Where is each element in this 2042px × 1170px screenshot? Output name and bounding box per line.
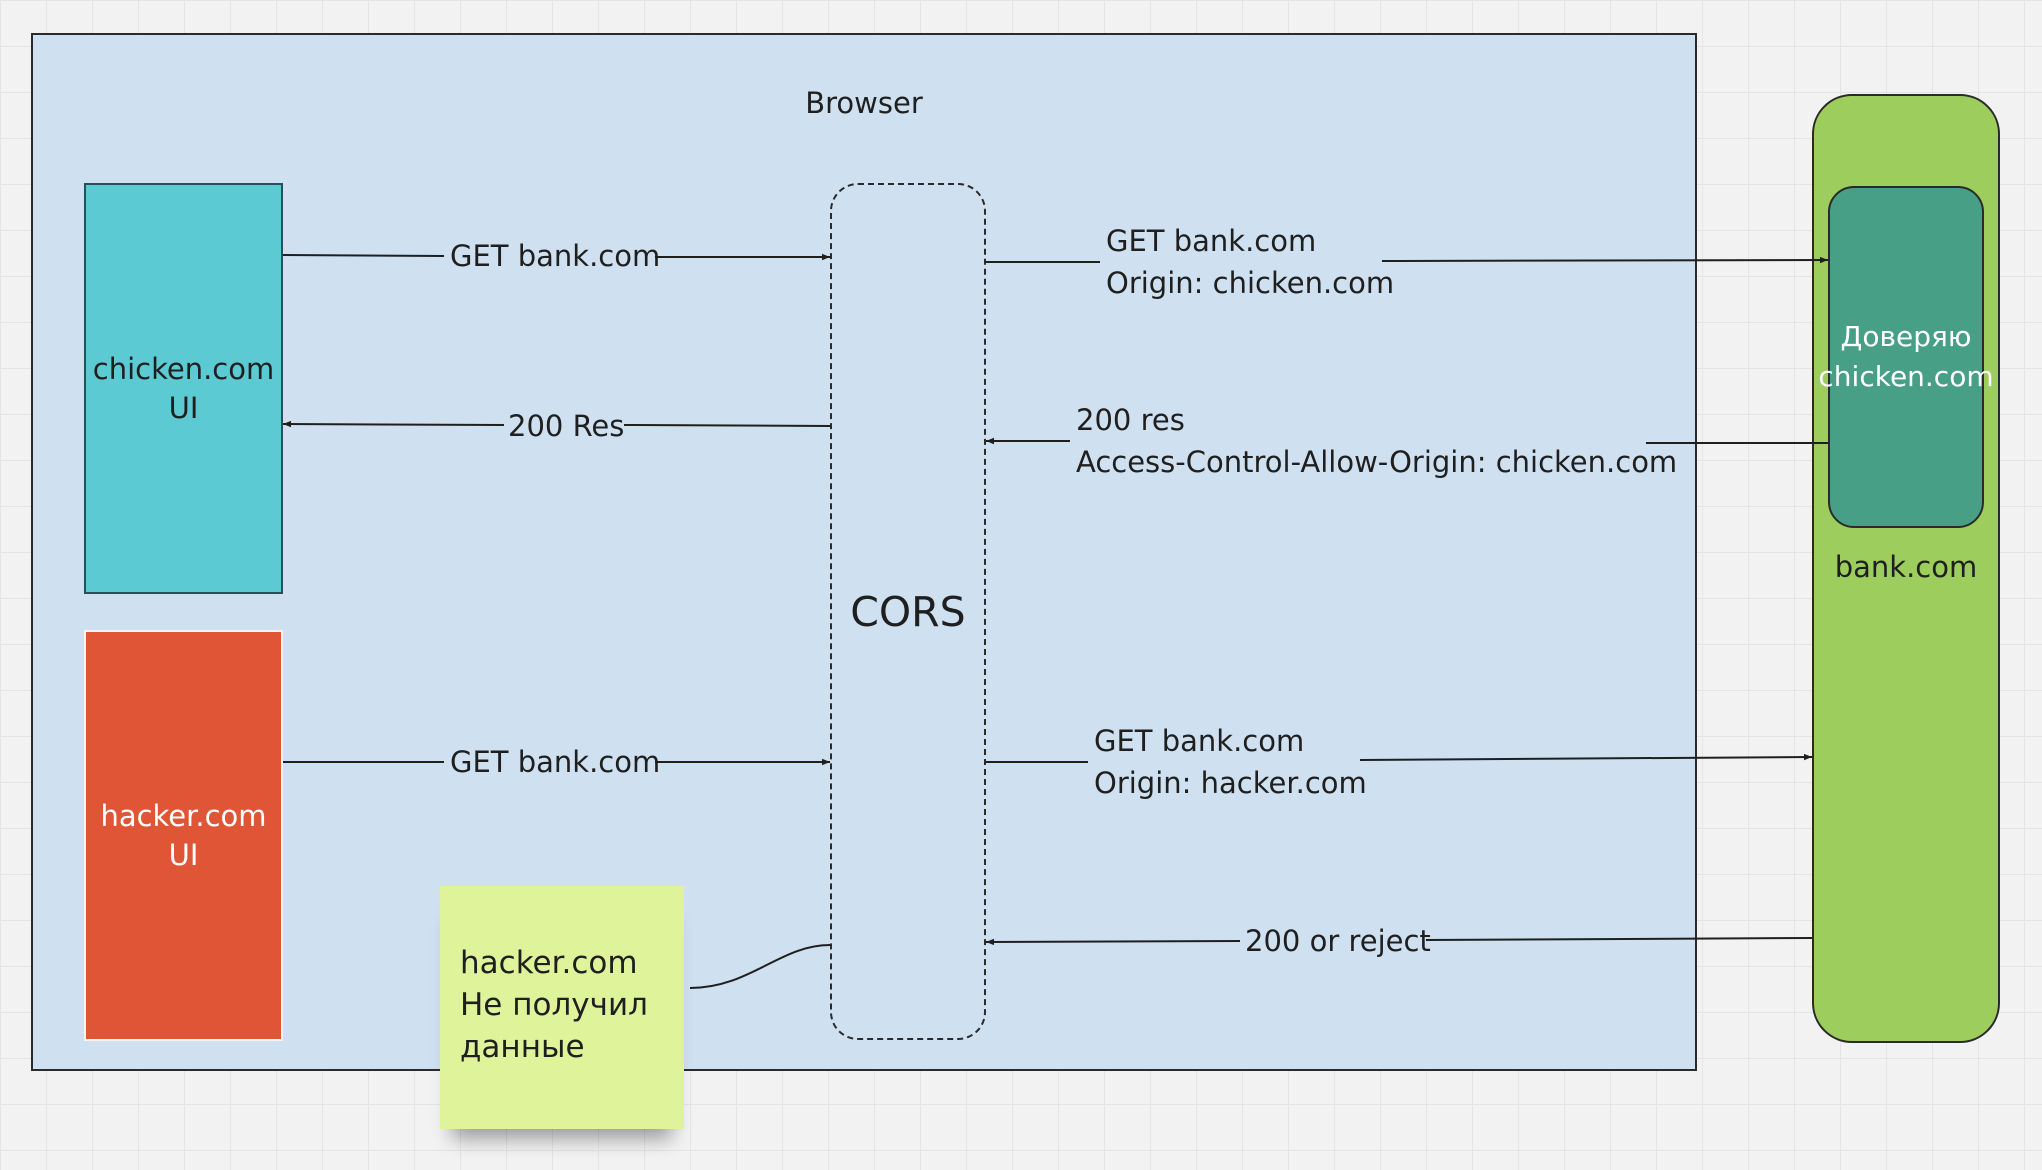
bank-label: bank.com [1834, 550, 1978, 584]
edge-chicken-res-seg2 [282, 420, 505, 428]
edge-label-bank-res-chicken-line1: 200 res [1076, 403, 1185, 437]
hacker-ui-label: hacker.com UI [100, 797, 266, 875]
chicken-ui-label: chicken.com UI [93, 350, 274, 428]
edge-label-chicken-res: 200 Res [508, 409, 625, 443]
sticky-note-line1: hacker.com [460, 945, 638, 981]
edge-label-chicken-get: GET bank.com [450, 239, 661, 273]
edge-label-hacker-get: GET bank.com [450, 745, 661, 779]
trust-node[interactable]: Доверяю chicken.com [1818, 186, 1994, 528]
hacker-ui-label-line1: hacker.com [100, 798, 267, 833]
trust-label: Доверяю chicken.com [1818, 320, 1994, 393]
edge-chicken-res-seg1 [623, 424, 831, 427]
cors-node[interactable]: CORS [830, 183, 986, 1040]
chicken-ui-node[interactable]: chicken.com UI [84, 183, 283, 594]
edge-label-bank-res-chicken-line2: Access-Control-Allow-Origin: chicken.com [1076, 445, 1678, 479]
chicken-ui-label-line1: chicken.com [92, 351, 275, 386]
sticky-connector [689, 944, 831, 989]
browser-label: Browser [805, 86, 923, 120]
chicken-ui-label-line2: UI [168, 390, 199, 425]
edge-label-cors-bank-chicken-line1: GET bank.com [1106, 224, 1317, 258]
edge-chicken-get-seg1 [282, 254, 445, 257]
edge-cors-bank-chicken-seg2 [1381, 256, 1829, 264]
edge-cors-bank-hacker-seg2 [1359, 753, 1813, 761]
edge-label-cors-bank-chicken-line2: Origin: chicken.com [1106, 266, 1395, 300]
edge-bank-res-hacker-seg1 [1425, 937, 1813, 941]
edge-label-cors-bank-hacker-line1: GET bank.com [1094, 724, 1305, 758]
edge-label-bank-res-hacker: 200 or reject [1245, 924, 1431, 958]
sticky-note[interactable]: hacker.com Не получил данные [440, 886, 684, 1129]
edge-label-cors-bank-chicken: GET bank.com Origin: chicken.com [1106, 220, 1394, 304]
hacker-ui-label-line2: UI [168, 837, 199, 872]
edge-label-cors-bank-hacker-line2: Origin: hacker.com [1094, 766, 1367, 800]
edge-label-bank-res-chicken: 200 res Access-Control-Allow-Origin: chi… [1076, 399, 1677, 483]
hacker-ui-node[interactable]: hacker.com UI [84, 630, 283, 1041]
edge-label-cors-bank-hacker: GET bank.com Origin: hacker.com [1094, 720, 1367, 804]
sticky-note-line2: Не получил [460, 987, 648, 1023]
sticky-note-line3: данные [460, 1029, 585, 1065]
cors-label: CORS [850, 587, 966, 636]
edge-bank-res-hacker-seg2 [985, 938, 1241, 946]
browser-frame [31, 33, 1697, 1071]
